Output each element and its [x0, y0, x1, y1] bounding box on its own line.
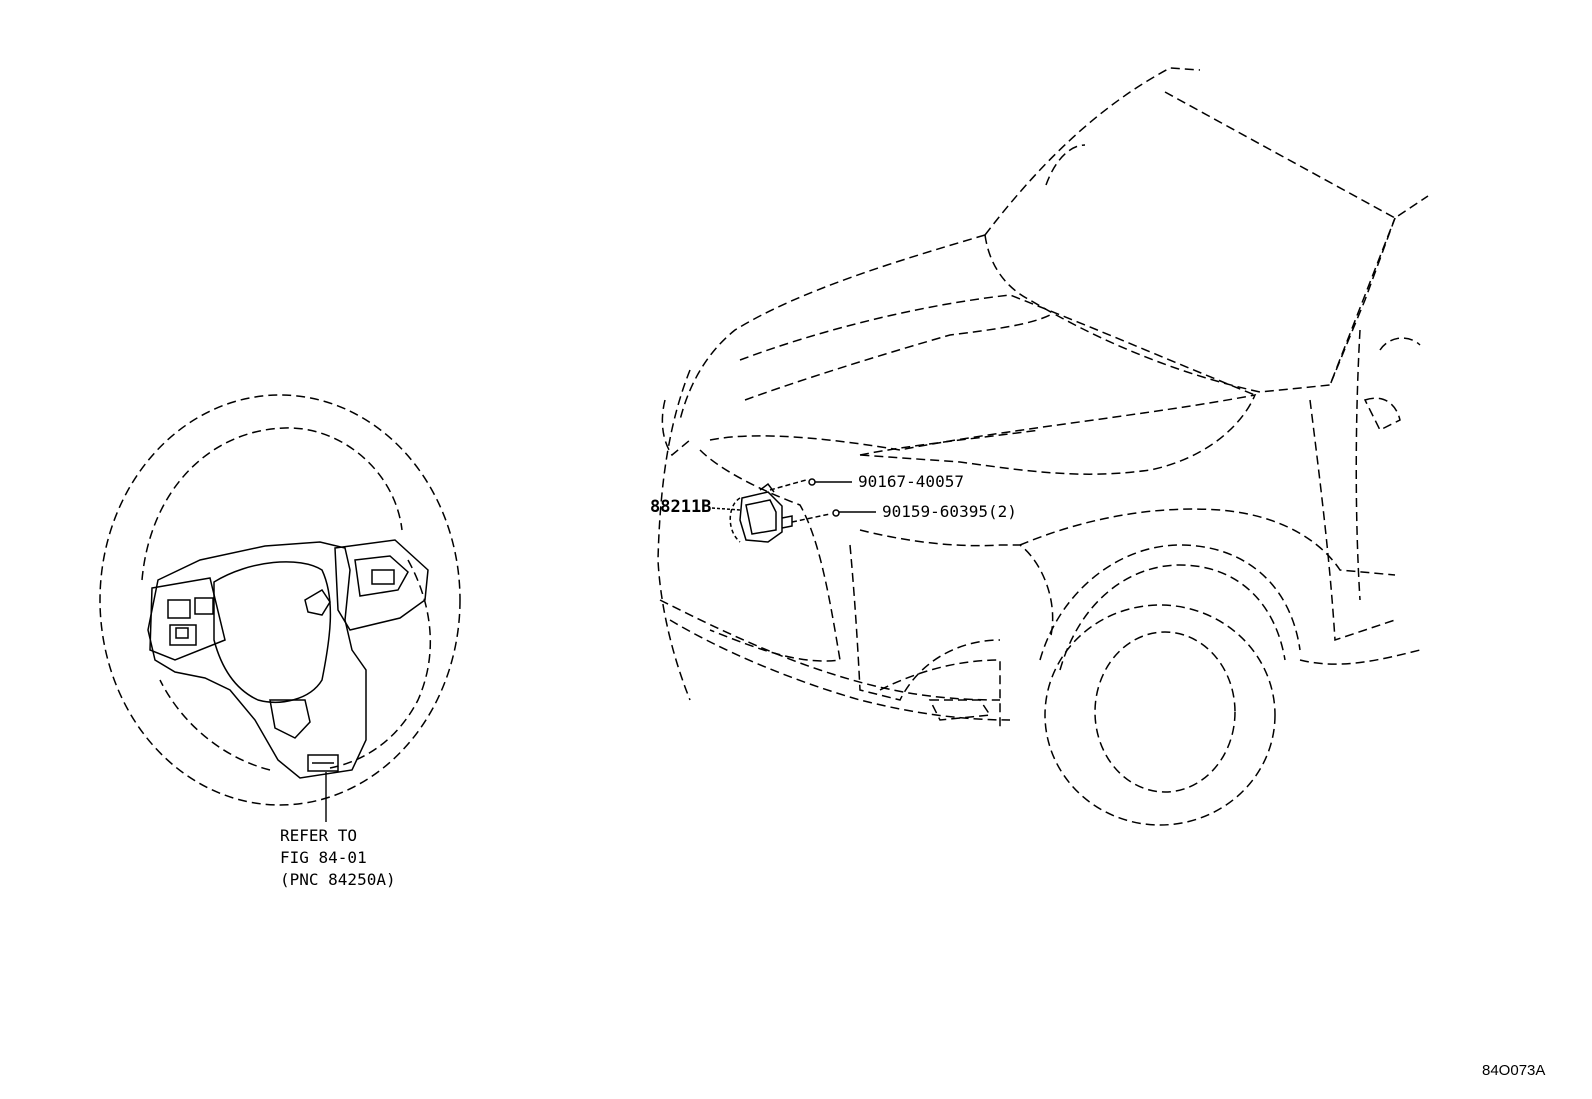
left-switch-button [170, 625, 196, 645]
left-switch-button [168, 600, 190, 618]
figure-id: 84O073A [1482, 1062, 1546, 1079]
vehicle-fog-surround [880, 660, 1000, 730]
right-switch-button [372, 570, 394, 584]
radar-sensor-face [746, 500, 776, 534]
vehicle-grille-frame [860, 530, 1053, 640]
radar-sensor-assembly [712, 479, 876, 542]
vehicle-fog-light [930, 700, 990, 720]
vehicle-headlight [710, 395, 1255, 474]
refer-note-line: (PNC 84250A) [280, 870, 396, 889]
vehicle-fender-line [1020, 509, 1395, 575]
vehicle-wheel-arch-inner [1060, 565, 1285, 670]
radar-sensor-tab [782, 516, 792, 528]
steering-wheel-pad-inner [214, 562, 330, 702]
vehicle-lower-lip [670, 620, 1010, 720]
refer-note: REFER TO FIG 84-01 (PNC 84250A) [280, 825, 396, 891]
left-switch-panel [150, 578, 225, 660]
screw-leader-dashed [770, 480, 806, 490]
screw-leader-dashed [792, 514, 830, 522]
left-switch-button [176, 628, 188, 638]
callout-screw-2: 90159-60395(2) [882, 502, 1017, 521]
vehicle-side-mirror [1046, 145, 1085, 185]
vehicle-grille-spindle [850, 545, 1000, 700]
vehicle-door-handle [1365, 398, 1400, 430]
vehicle-bumper-lower [660, 600, 1000, 700]
left-switch-button [195, 598, 213, 614]
radar-sensor-body [740, 492, 782, 542]
vehicle-roof-line [985, 68, 1200, 235]
refer-note-line: REFER TO [280, 826, 358, 845]
radar-sensor-outline [730, 498, 740, 542]
vehicle-wheel-arch [1040, 545, 1300, 660]
vehicle-hood-front-edge [680, 235, 985, 420]
steering-wheel-illustration [100, 395, 460, 822]
refer-note-line: FIG 84-01 [280, 848, 367, 867]
steering-wheel-outer-rim [100, 395, 460, 805]
callout-screw-1: 90167-40057 [858, 472, 964, 491]
right-switch-button [355, 556, 408, 596]
vehicle-hood-crease [740, 295, 1255, 395]
callout-main-part: 88211B [650, 497, 712, 517]
vehicle-tire [1045, 605, 1275, 825]
vehicle-rocker [1300, 650, 1420, 664]
lower-bezel [270, 700, 310, 738]
screw-icon [833, 510, 839, 516]
vehicle-hood-outer [985, 218, 1395, 392]
switch-bracket [305, 590, 330, 615]
vehicle-door-line [1356, 330, 1360, 600]
leader-88211b [712, 508, 740, 510]
vehicle-front-illustration [658, 68, 1428, 825]
vehicle-hood-crease [745, 315, 1050, 400]
vehicle-windshield [1165, 92, 1428, 218]
vehicle-front-corner [662, 400, 690, 455]
vehicle-side-mirror-right [1380, 338, 1420, 350]
steering-wheel-spoke [148, 542, 366, 778]
screw-icon [809, 479, 815, 485]
vehicle-wheel-rim [1095, 632, 1235, 792]
vehicle-bumper-upper [658, 370, 690, 700]
steering-wheel-inner-rim [142, 428, 430, 770]
vehicle-headlight-inner [860, 430, 1040, 455]
bottom-switch [308, 755, 338, 771]
vehicle-side-body [1310, 400, 1395, 640]
right-switch-panel [335, 540, 428, 630]
